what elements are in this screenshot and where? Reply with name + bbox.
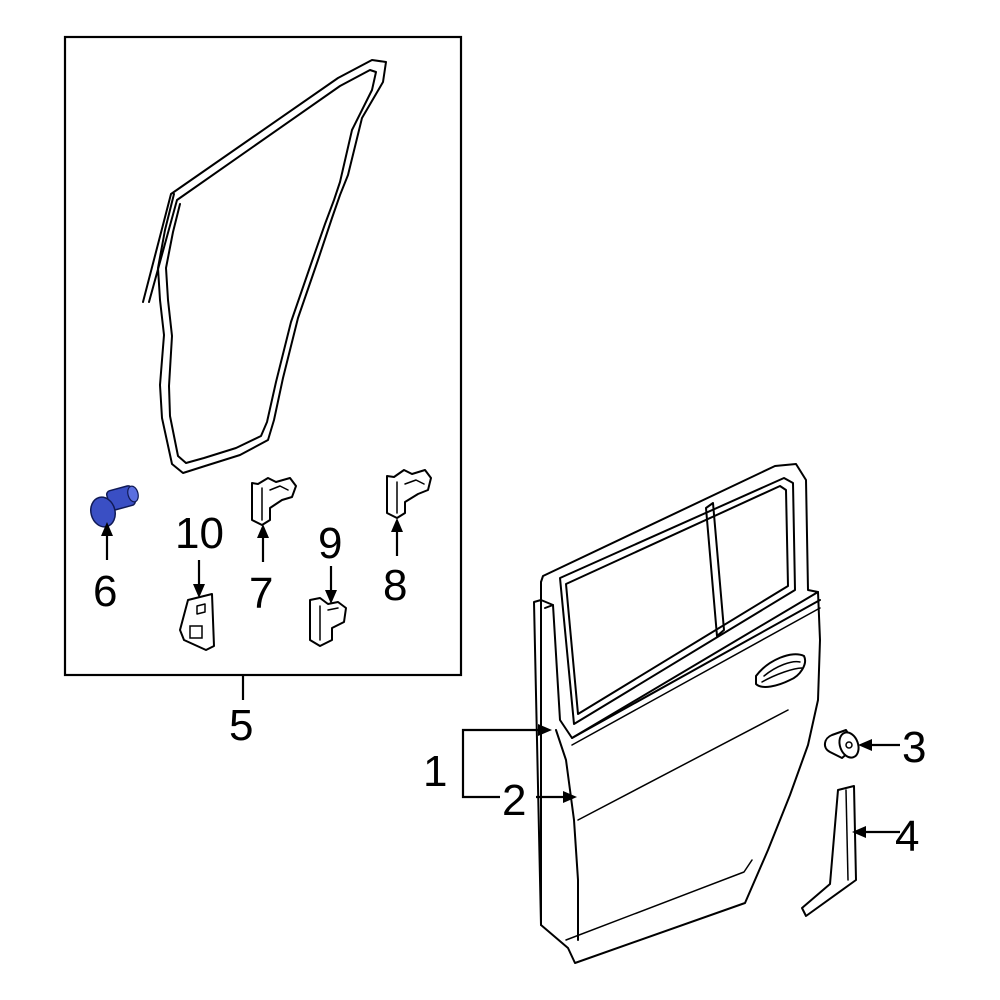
callout-7: 7: [249, 569, 273, 618]
callout-2: 2: [502, 776, 526, 825]
outer-panel-part-2[interactable]: [555, 729, 579, 941]
callout-1: 1: [423, 747, 447, 796]
bumper-part-3[interactable]: [824, 729, 862, 761]
callout-3: 3: [902, 723, 926, 772]
molding-part-4[interactable]: [801, 785, 857, 917]
callout-8: 8: [383, 561, 407, 610]
callout-4: 4: [895, 812, 919, 861]
clip-part-8[interactable]: [386, 469, 432, 519]
callout-9: 9: [318, 519, 342, 568]
leader-lines: [101, 518, 900, 838]
weatherstrip-seal[interactable]: [142, 59, 387, 474]
callout-10: 10: [175, 509, 224, 558]
plug-part-6[interactable]: [88, 485, 140, 530]
clip-part-7[interactable]: [251, 477, 297, 526]
kit-box: [63, 35, 463, 677]
callout-6: 6: [93, 567, 117, 616]
clip-part-9[interactable]: [309, 597, 347, 647]
door-shell-part-1[interactable]: [533, 463, 821, 964]
clip-part-10[interactable]: [179, 593, 215, 651]
door-handle[interactable]: [755, 653, 806, 688]
callout-5: 5: [229, 701, 253, 750]
